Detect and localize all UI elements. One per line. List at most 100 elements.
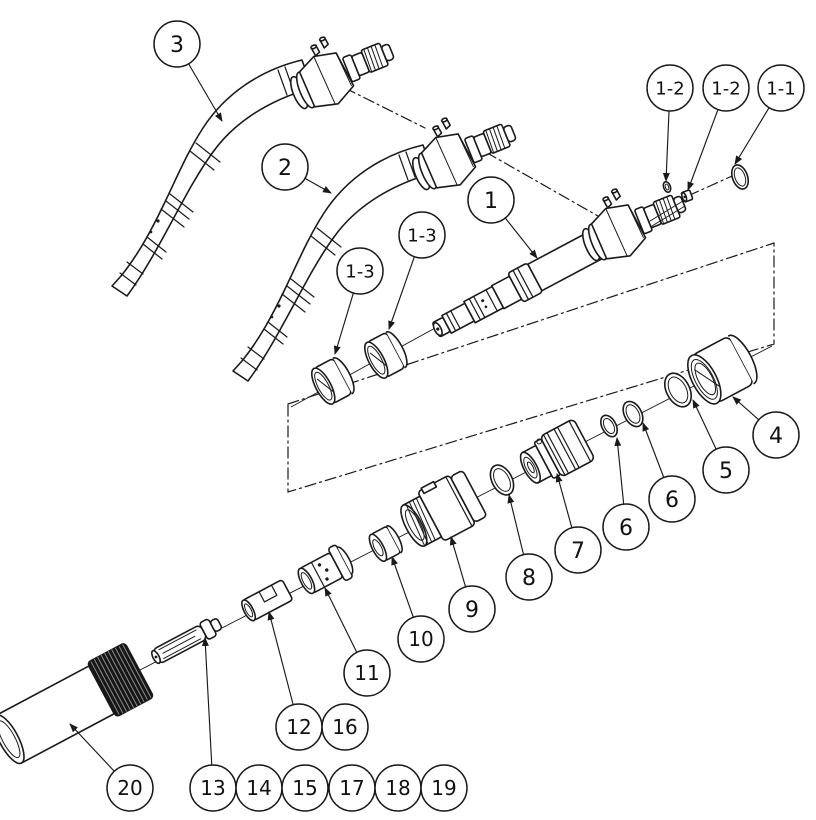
balloon-3: 3 <box>153 20 201 68</box>
leader-line-6 <box>642 422 665 478</box>
balloon-circle <box>343 649 391 697</box>
balloon-circle <box>261 143 309 191</box>
balloon-label: 1-2 <box>655 78 684 99</box>
balloon-label: 1-2 <box>711 78 740 99</box>
part-1-2-nut <box>680 189 694 203</box>
part-5-oring <box>663 372 693 408</box>
balloon-label: 1 <box>484 189 498 214</box>
leader-line-8 <box>507 494 525 555</box>
leader-line-5 <box>692 399 717 450</box>
balloon-label: 3 <box>170 33 184 58</box>
balloon-8: 8 <box>505 553 553 601</box>
balloon-label: 4 <box>769 424 783 449</box>
balloon-6: 6 <box>602 503 650 551</box>
leader-line-13 <box>201 637 213 766</box>
balloon-20: 20 <box>106 764 154 812</box>
part-1-3-ring-right <box>363 331 408 379</box>
balloon-1-3: 1-3 <box>336 247 384 295</box>
leader-line-6 <box>614 437 625 505</box>
balloon-label: 15 <box>292 776 317 800</box>
balloon-circle <box>602 503 650 551</box>
part-1-3-ring-left <box>310 357 355 405</box>
balloon-circle <box>757 64 805 112</box>
balloon-label: 20 <box>117 776 142 800</box>
callout-balloons: 3 2 1 1-2 1-2 1-1 1-3 1-3 4 5 6 6 7 8 9 10 11 12 16 20 13 14 1… <box>106 20 805 812</box>
part-7-valve-body <box>519 419 595 484</box>
balloon-circle <box>505 553 553 601</box>
balloon-label: 10 <box>408 627 433 651</box>
balloon-1-1: 1-1 <box>757 64 805 112</box>
balloon-label: 5 <box>719 459 733 484</box>
balloon-label: 1-1 <box>766 78 795 99</box>
leader-line-3 <box>188 63 223 122</box>
balloon-18: 18 <box>374 764 422 812</box>
leader-line-20 <box>69 723 115 772</box>
balloon-1: 1 <box>467 176 515 224</box>
balloon-label: 6 <box>619 516 633 541</box>
part-10-ring <box>368 525 403 563</box>
leader-line-12 <box>267 611 294 705</box>
balloon-circle <box>702 446 750 494</box>
part-1-1-oring <box>730 164 750 190</box>
balloon-4: 4 <box>752 411 800 459</box>
balloon-circle <box>702 64 750 112</box>
part-1-2-clip <box>662 180 672 194</box>
part-4-retainer <box>687 334 758 405</box>
leader-line-10 <box>391 556 414 618</box>
leader-line-7 <box>555 473 573 528</box>
balloon-13: 13 <box>189 764 237 812</box>
balloon-circle <box>554 526 602 574</box>
balloon-16: 16 <box>321 703 369 751</box>
balloon-9: 9 <box>448 585 496 633</box>
leader-line-9 <box>449 536 467 588</box>
balloon-circle <box>420 764 468 812</box>
balloon-15: 15 <box>281 764 329 812</box>
balloon-label: 13 <box>200 776 225 800</box>
leader-line-1-3 <box>333 292 354 355</box>
balloon-7: 7 <box>554 526 602 574</box>
balloon-6: 6 <box>648 475 696 523</box>
balloon-label: 7 <box>571 539 585 564</box>
balloon-1-2: 1-2 <box>646 64 694 112</box>
balloon-label: 6 <box>665 488 679 513</box>
balloon-12: 12 <box>275 703 323 751</box>
leader-line-11 <box>324 587 358 653</box>
balloon-label: 1-3 <box>345 261 374 282</box>
part-9-housing <box>400 470 487 547</box>
balloon-circle <box>321 703 369 751</box>
balloon-label: 11 <box>354 661 379 685</box>
balloon-2: 2 <box>261 143 309 191</box>
balloon-circle <box>397 615 445 663</box>
balloon-label: 1-3 <box>407 225 436 246</box>
balloon-label: 17 <box>339 776 364 800</box>
balloon-label: 18 <box>385 776 410 800</box>
boundary-frame <box>287 242 775 493</box>
balloon-1-3: 1-3 <box>398 211 446 259</box>
torch-body-1 <box>432 166 696 338</box>
balloon-label: 14 <box>246 776 271 800</box>
balloon-circle <box>398 211 446 259</box>
leader-line-1-1 <box>734 107 770 165</box>
balloon-11: 11 <box>343 649 391 697</box>
part-8-oring <box>489 464 515 496</box>
balloon-circle <box>448 585 496 633</box>
leader-line-1-3 <box>388 256 415 330</box>
balloon-circle <box>467 176 515 224</box>
part-6-oring-left <box>599 414 619 438</box>
balloon-19: 19 <box>420 764 468 812</box>
balloon-14: 14 <box>235 764 283 812</box>
part-12-sleeve <box>241 579 293 622</box>
balloon-circle <box>106 764 154 812</box>
balloon-circle <box>752 411 800 459</box>
balloon-circle <box>281 764 329 812</box>
balloon-circle <box>648 475 696 523</box>
leader-line-2 <box>304 177 332 194</box>
balloon-label: 12 <box>286 715 311 739</box>
balloon-label: 8 <box>522 566 536 591</box>
balloon-label: 19 <box>431 776 456 800</box>
balloon-circle <box>646 64 694 112</box>
part-11-diffuser <box>297 544 354 595</box>
balloon-circle <box>336 247 384 295</box>
